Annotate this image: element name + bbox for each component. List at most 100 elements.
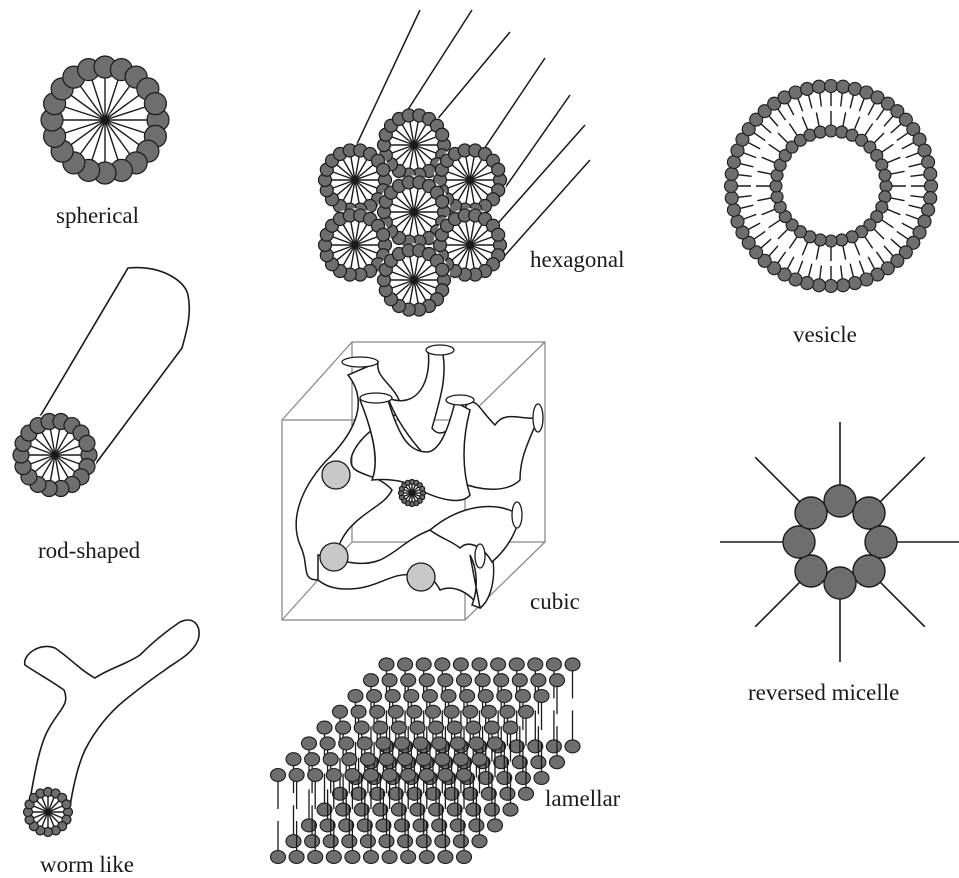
surfactant-head	[436, 195, 449, 208]
lamellar-top-head	[438, 674, 453, 687]
lamellar-bottom-head	[519, 787, 534, 800]
lamellar-top-head	[379, 658, 394, 671]
outer-head	[812, 80, 825, 93]
lamellar-bottom-head	[528, 740, 543, 753]
lamellar-bottom-head	[345, 851, 360, 864]
lamellar-bottom-head	[342, 835, 357, 848]
lamellar-top-head	[345, 769, 360, 782]
lamellar-bottom-head	[429, 803, 444, 816]
outer-head	[812, 279, 825, 292]
inner-head	[770, 180, 782, 192]
reversed-head	[853, 497, 885, 529]
lamellar-bottom-head	[550, 756, 565, 769]
lamellar-bottom-head	[351, 787, 366, 800]
reversed-micelle	[720, 422, 959, 662]
label-reversed-micelle: reversed micelle	[748, 681, 899, 704]
lamellar-top-head	[286, 753, 301, 766]
lamellar-top-head	[565, 658, 580, 671]
lamellar-bottom-head	[509, 740, 524, 753]
surfactant-head	[377, 228, 390, 241]
lamellar-top-head	[515, 690, 530, 703]
surfactant-head	[436, 263, 449, 276]
lamellar-top-head	[432, 737, 447, 750]
lamellar-bottom-head	[357, 819, 372, 832]
lamellar-bottom-head	[391, 803, 406, 816]
lamellar-top-head	[379, 753, 394, 766]
lamellar-bottom-head	[432, 819, 447, 832]
cubic-micelle	[399, 480, 426, 507]
lamellar-top-head	[484, 721, 499, 734]
outer-head	[727, 203, 740, 216]
lamellar-top-head	[481, 705, 496, 718]
lamellar-top-head	[457, 674, 472, 687]
lamellar-top-head	[388, 705, 403, 718]
lamellar-top-head	[370, 705, 385, 718]
lamellar-bottom-head	[354, 803, 369, 816]
lamellar-top-head	[419, 769, 434, 782]
lamellar-top-head	[407, 705, 422, 718]
lamellar-top-head	[528, 658, 543, 671]
lamellar-bottom-head	[515, 772, 530, 785]
lamellar-bottom-head	[370, 787, 385, 800]
lamellar-top-head	[342, 753, 357, 766]
lamellar-top-head	[503, 721, 518, 734]
reversed-head	[795, 555, 827, 587]
lamellar-top-head	[367, 690, 382, 703]
surfactant-head	[420, 486, 425, 491]
label-lamellar: lamellar	[545, 787, 620, 810]
lamellar-top-head	[488, 737, 503, 750]
lamellar-bottom-head	[376, 819, 391, 832]
lamellar-bottom-head	[447, 803, 462, 816]
lamellar-bottom-head	[286, 835, 301, 848]
lamellar-top-head	[457, 769, 472, 782]
outer-head	[837, 80, 850, 93]
outer-head	[825, 80, 838, 93]
lamellar-top-head	[336, 721, 351, 734]
outer-head	[924, 167, 937, 180]
lamellar-bottom-head	[453, 835, 468, 848]
lamellar-bottom-head	[419, 851, 434, 864]
lamellar-top-head	[509, 658, 524, 671]
lamellar-top-head	[466, 721, 481, 734]
lamellar-bottom-head	[444, 787, 459, 800]
lamellar-top-head	[472, 658, 487, 671]
lamellar-top-head	[494, 674, 509, 687]
lamellar-top-head	[333, 705, 348, 718]
lamellar-bottom-head	[450, 819, 465, 832]
lamellar-top-head	[475, 674, 490, 687]
lamellar-top-head	[478, 690, 493, 703]
lamellar-top-head	[401, 769, 416, 782]
inner-head	[771, 191, 783, 203]
reversed-head	[783, 526, 815, 558]
surfactant-head	[492, 163, 505, 176]
lamellar-top-head	[339, 737, 354, 750]
lamellar-top-head	[391, 721, 406, 734]
lamellar-bottom-head	[395, 819, 410, 832]
lamellar-bottom-head	[401, 851, 416, 864]
outer-head	[801, 82, 814, 95]
outer-head	[922, 156, 935, 169]
cubic-phase	[282, 342, 545, 620]
outer-head	[825, 280, 838, 293]
lamellar-bottom-head	[382, 851, 397, 864]
lamellar-top-head	[447, 721, 462, 734]
lamellar-bottom-head	[500, 787, 515, 800]
lamellar-bottom-head	[308, 851, 323, 864]
lamellar-phase	[271, 658, 581, 864]
inner-head	[825, 235, 837, 247]
lamellar-top-head	[398, 753, 413, 766]
lamellar-top-head	[308, 769, 323, 782]
lamellar-top-head	[413, 737, 428, 750]
lamellar-bottom-head	[416, 835, 431, 848]
lamellar-bottom-head	[463, 787, 478, 800]
rod-shaped-micelle	[13, 268, 189, 497]
lamellar-top-head	[453, 658, 468, 671]
surfactant-head	[79, 435, 95, 451]
lamellar-top-head	[472, 753, 487, 766]
lamellar-top-head	[441, 690, 456, 703]
lamellar-top-head	[398, 658, 413, 671]
lamellar-bottom-head	[484, 803, 499, 816]
lamellar-top-head	[385, 690, 400, 703]
lamellar-bottom-head	[531, 756, 546, 769]
